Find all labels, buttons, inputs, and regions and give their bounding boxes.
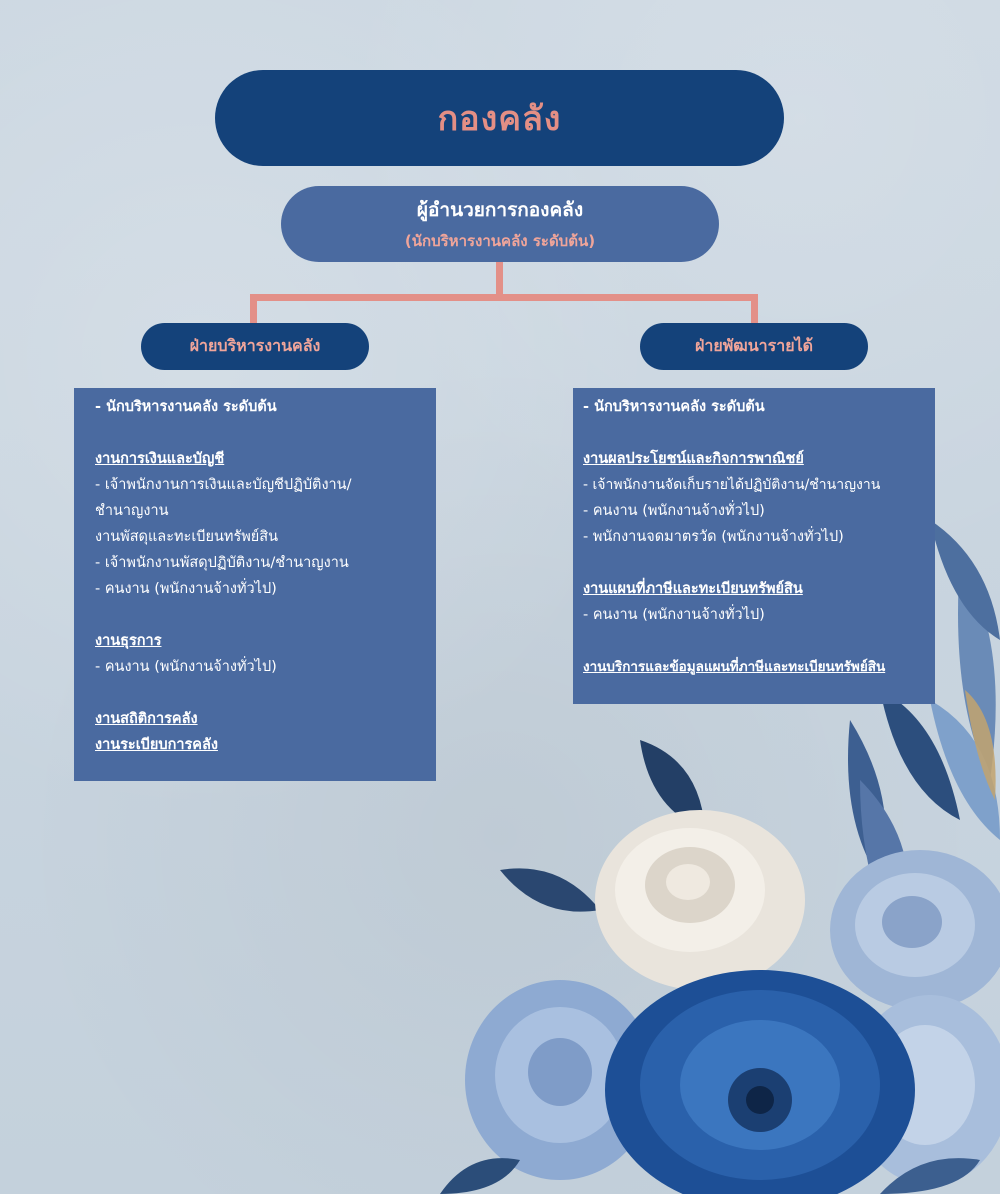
section-heading: งานระเบียบการคลัง <box>95 737 218 753</box>
section-heading: งานผลประโยชน์และกิจการพาณิชย์ <box>583 451 804 467</box>
staff-line: - เจ้าพนักงานการเงินและบัญชีปฏิบัติงาน/ <box>95 477 352 493</box>
director-node: ผู้อำนวยการกองคลัง (นักบริหารงานคลัง ระด… <box>281 186 719 262</box>
division-node-finance-admin: ฝ่ายบริหารงานคลัง <box>141 323 369 370</box>
connector-trunk <box>496 262 503 298</box>
division-detail-box-finance-admin: - นักบริหารงานคลัง ระดับต้น งานการเงินแล… <box>74 388 436 781</box>
spacer-line <box>95 680 436 706</box>
director-title: ผู้อำนวยการกองคลัง <box>416 199 584 221</box>
spacer-line <box>583 628 935 654</box>
director-subtitle: (นักบริหารงานคลัง ระดับต้น) <box>404 232 596 250</box>
section-heading: งานสถิติการคลัง <box>95 711 198 727</box>
section-heading: งานบริการและข้อมูลแผนที่ภาษีและทะเบียนทร… <box>583 659 886 675</box>
staff-line: ชำนาญงาน <box>95 503 169 519</box>
staff-line: - เจ้าพนักงานพัสดุปฏิบัติงาน/ชำนาญงาน <box>95 555 349 571</box>
division-node-revenue: ฝ่ายพัฒนารายได้ <box>640 323 868 370</box>
spacer-line <box>95 602 436 628</box>
staff-line: - พนักงานจดมาตรวัด (พนักงานจ้างทั่วไป) <box>583 529 844 545</box>
spacer-line <box>583 420 935 446</box>
department-title: กองคลัง <box>437 99 562 139</box>
division-name: ฝ่ายบริหารงานคลัง <box>189 336 321 355</box>
division-name: ฝ่ายพัฒนารายได้ <box>694 336 814 355</box>
connector-horizontal <box>250 294 758 301</box>
section-heading-plain: งานพัสดุและทะเบียนทรัพย์สิน <box>95 529 279 545</box>
division-detail-box-revenue: - นักบริหารงานคลัง ระดับต้น งานผลประโยชน… <box>573 388 935 704</box>
department-title-pill: กองคลัง <box>215 70 784 166</box>
staff-line: - นักบริหารงานคลัง ระดับต้น <box>95 399 277 415</box>
spacer-line <box>95 420 436 446</box>
staff-line: - นักบริหารงานคลัง ระดับต้น <box>583 399 765 415</box>
section-heading: งานแผนที่ภาษีและทะเบียนทรัพย์สิน <box>583 581 803 597</box>
connector-right-drop <box>751 294 758 324</box>
connector-left-drop <box>250 294 257 324</box>
section-heading: งานการเงินและบัญชี <box>95 451 225 467</box>
staff-line: - คนงาน (พนักงานจ้างทั่วไป) <box>583 503 765 519</box>
staff-line: - คนงาน (พนักงานจ้างทั่วไป) <box>583 607 765 623</box>
staff-line: - คนงาน (พนักงานจ้างทั่วไป) <box>95 581 277 597</box>
staff-line: - คนงาน (พนักงานจ้างทั่วไป) <box>95 659 277 675</box>
spacer-line <box>583 550 935 576</box>
section-heading: งานธุรการ <box>95 633 162 649</box>
staff-line: - เจ้าพนักงานจัดเก็บรายได้ปฏิบัติงาน/ชำน… <box>583 477 881 493</box>
